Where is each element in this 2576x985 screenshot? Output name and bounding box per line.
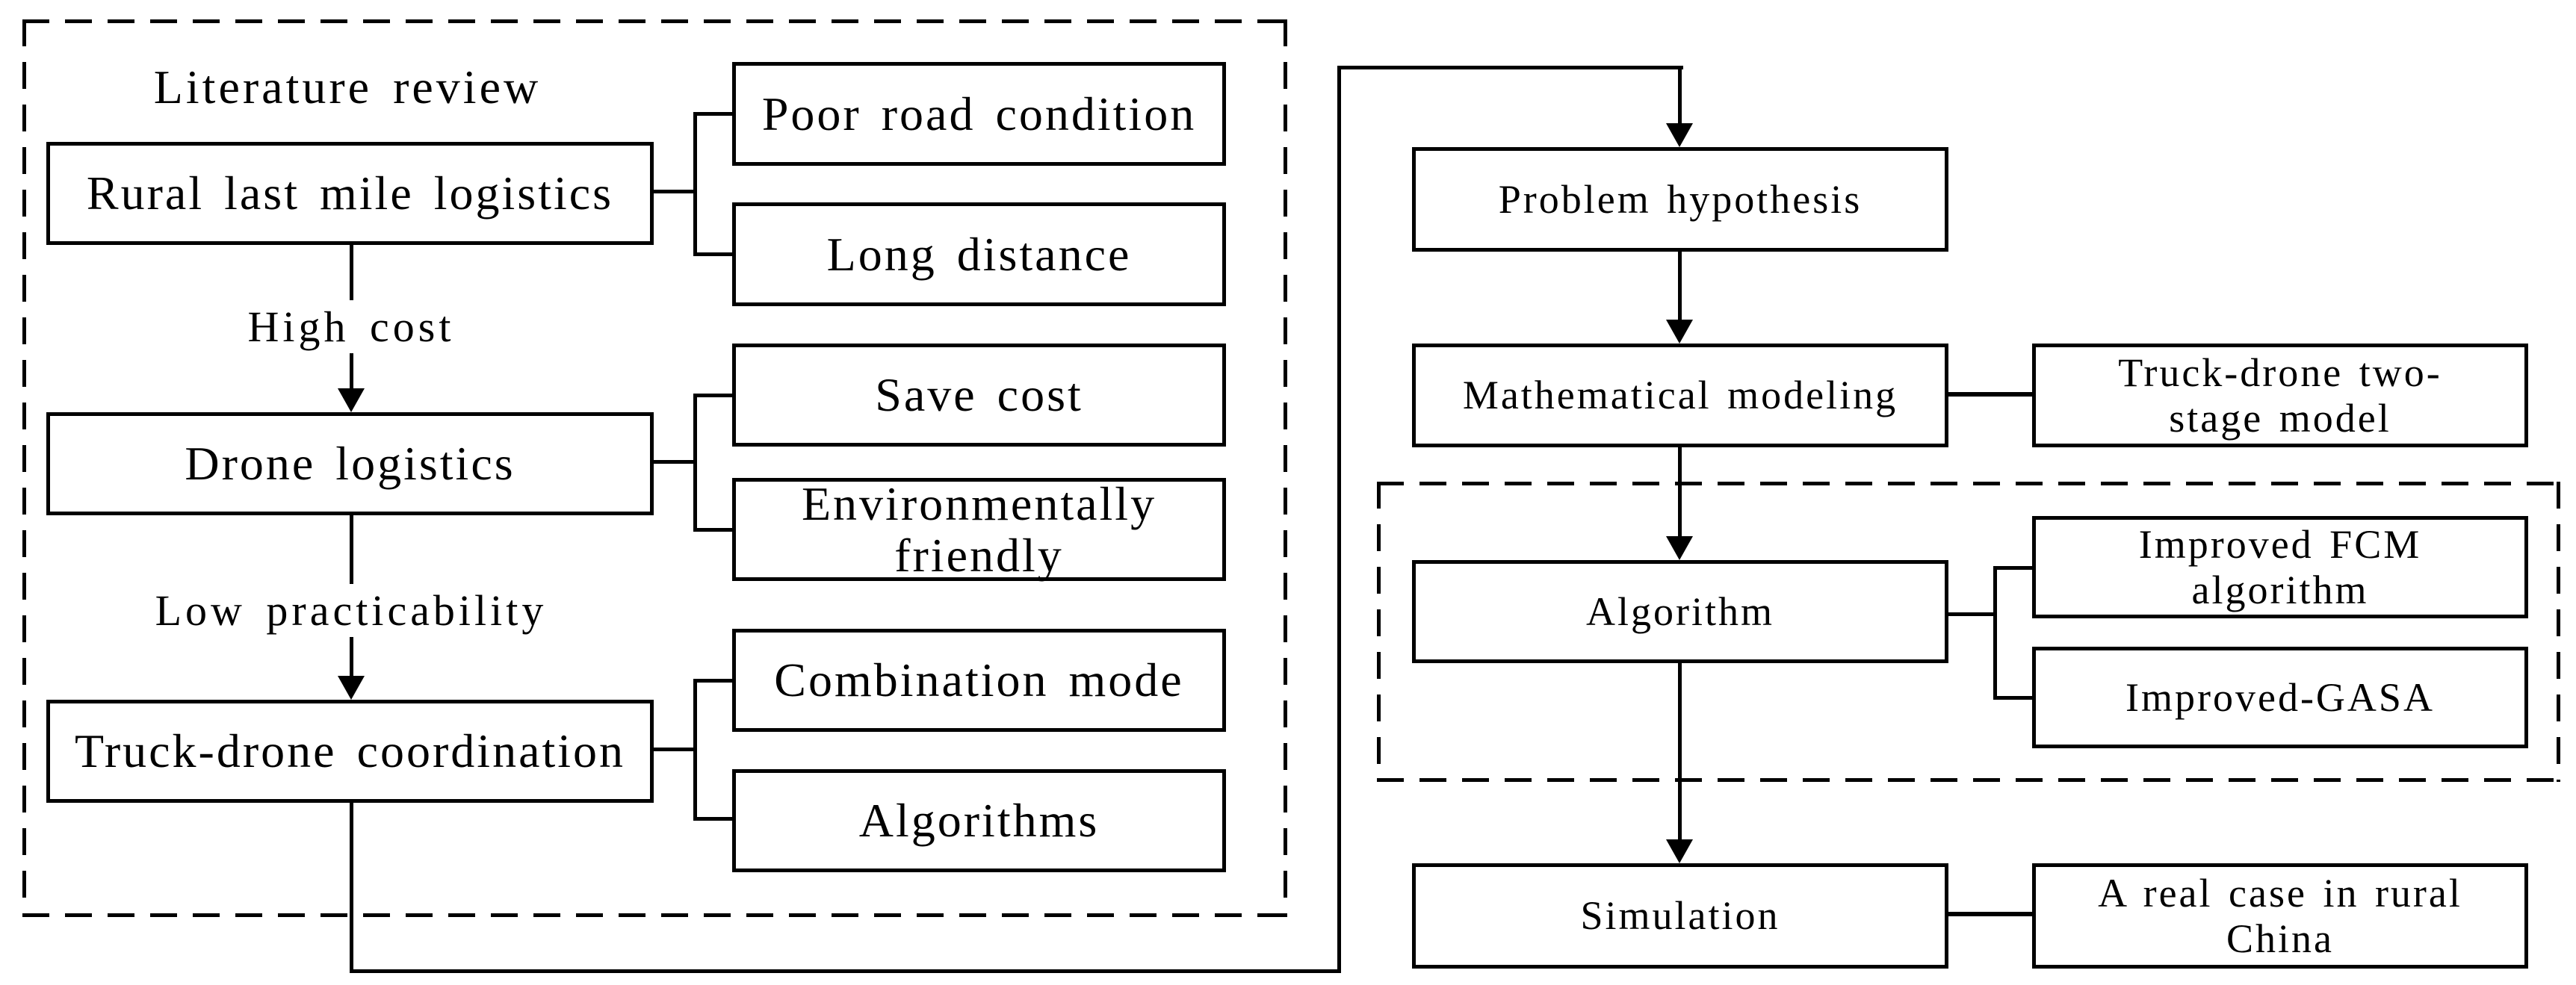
bracket-drone-arm-bottom <box>693 528 732 532</box>
node-mathematical-modeling: Mathematical modeling <box>1412 344 1948 447</box>
node-algorithm: Algorithm <box>1412 560 1948 663</box>
connector-into-problem <box>1678 66 1682 127</box>
connector-up-vertical <box>1337 66 1341 973</box>
node-truck-drone-coordination: Truck-drone coordination <box>46 700 654 803</box>
bracket-algorithm-vertical <box>1993 566 1997 700</box>
bracket-truck-arm-top <box>693 679 732 683</box>
connector-problem-math <box>1678 252 1682 323</box>
node-algorithms: Algorithms <box>732 769 1226 872</box>
edge-label-low-practicability: Low practicability <box>141 584 561 637</box>
bracket-algorithm-arm-top <box>1993 566 2032 570</box>
connector-algorithm-simulation <box>1678 663 1682 842</box>
connector-bottom-horizontal <box>350 969 1341 973</box>
bracket-rural-vertical <box>693 112 697 256</box>
node-problem-hypothesis: Problem hypothesis <box>1412 147 1948 252</box>
connector-math-model <box>1948 392 2032 397</box>
node-combination-mode: Combination mode <box>732 629 1226 732</box>
bracket-drone-stem <box>654 460 697 464</box>
node-improved-gasa: Improved-GASA <box>2032 647 2528 748</box>
bracket-drone-vertical <box>693 394 697 532</box>
bracket-rural-arm-bottom <box>693 252 732 256</box>
bracket-truck-vertical <box>693 679 697 821</box>
arrow-down-icon <box>1666 320 1693 344</box>
node-truck-drone-two-stage-model: Truck-drone two- stage model <box>2032 344 2528 447</box>
connector-simulation-case <box>1948 912 2032 916</box>
node-rural-last-mile-logistics: Rural last mile logistics <box>46 142 654 245</box>
arrow-down-icon <box>1666 123 1693 147</box>
bracket-algorithm-stem <box>1948 612 1997 616</box>
node-improved-fcm-algorithm: Improved FCM algorithm <box>2032 516 2528 618</box>
bracket-algorithm-arm-bottom <box>1993 696 2032 700</box>
arrow-down-icon <box>1666 536 1693 560</box>
node-simulation: Simulation <box>1412 863 1948 969</box>
connector-truck-down <box>350 803 353 973</box>
node-save-cost: Save cost <box>732 344 1226 447</box>
node-poor-road-condition: Poor road condition <box>732 62 1226 166</box>
connector-math-algorithm <box>1678 447 1682 539</box>
bracket-truck-arm-bottom <box>693 817 732 821</box>
node-real-case-rural-china: A real case in rural China <box>2032 863 2528 969</box>
bracket-truck-stem <box>654 748 697 751</box>
node-long-distance: Long distance <box>732 202 1226 306</box>
edge-label-high-cost: High cost <box>234 300 468 353</box>
arrow-down-icon <box>338 676 365 700</box>
literature-review-title: Literature review <box>153 60 542 114</box>
bracket-rural-stem <box>654 190 697 193</box>
bracket-rural-arm-top <box>693 112 732 116</box>
connector-top-horizontal <box>1337 66 1683 69</box>
node-drone-logistics: Drone logistics <box>46 412 654 515</box>
arrow-down-icon <box>338 388 365 412</box>
arrow-down-icon <box>1666 839 1693 863</box>
bracket-drone-arm-top <box>693 394 732 397</box>
node-environmentally-friendly: Environmentally friendly <box>732 478 1226 581</box>
